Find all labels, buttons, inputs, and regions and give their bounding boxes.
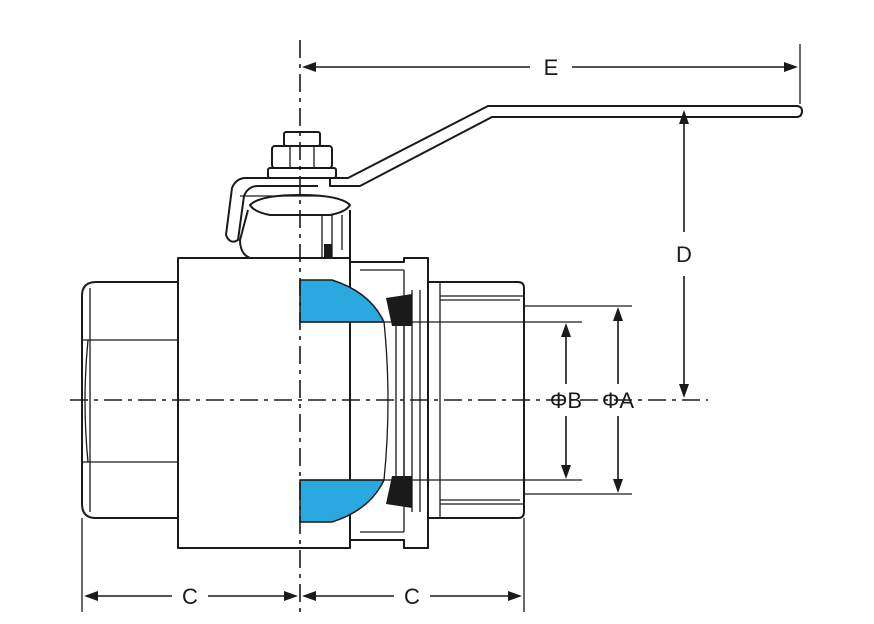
label-e: E: [544, 55, 559, 80]
stem-nut: [267, 131, 337, 179]
dimension-c-right: [302, 518, 525, 612]
ball: [299, 279, 386, 523]
dimension-phi-b: [561, 323, 571, 479]
dimension-c-left: [81, 518, 298, 612]
bore-lines: [300, 321, 582, 481]
ball-seats: [360, 269, 412, 533]
lever-handle: [225, 105, 803, 243]
dimension-phi-a: [524, 305, 632, 495]
dimension-e: [302, 44, 801, 104]
stem-neck: [239, 194, 351, 259]
label-phi-a: ΦA: [602, 388, 635, 413]
dimension-d: [679, 110, 689, 398]
label-d: D: [676, 242, 692, 267]
label-c-right: C: [404, 584, 420, 609]
right-body: [350, 257, 525, 549]
label-phi-b: ΦB: [550, 388, 582, 413]
label-c-left: C: [182, 584, 198, 609]
